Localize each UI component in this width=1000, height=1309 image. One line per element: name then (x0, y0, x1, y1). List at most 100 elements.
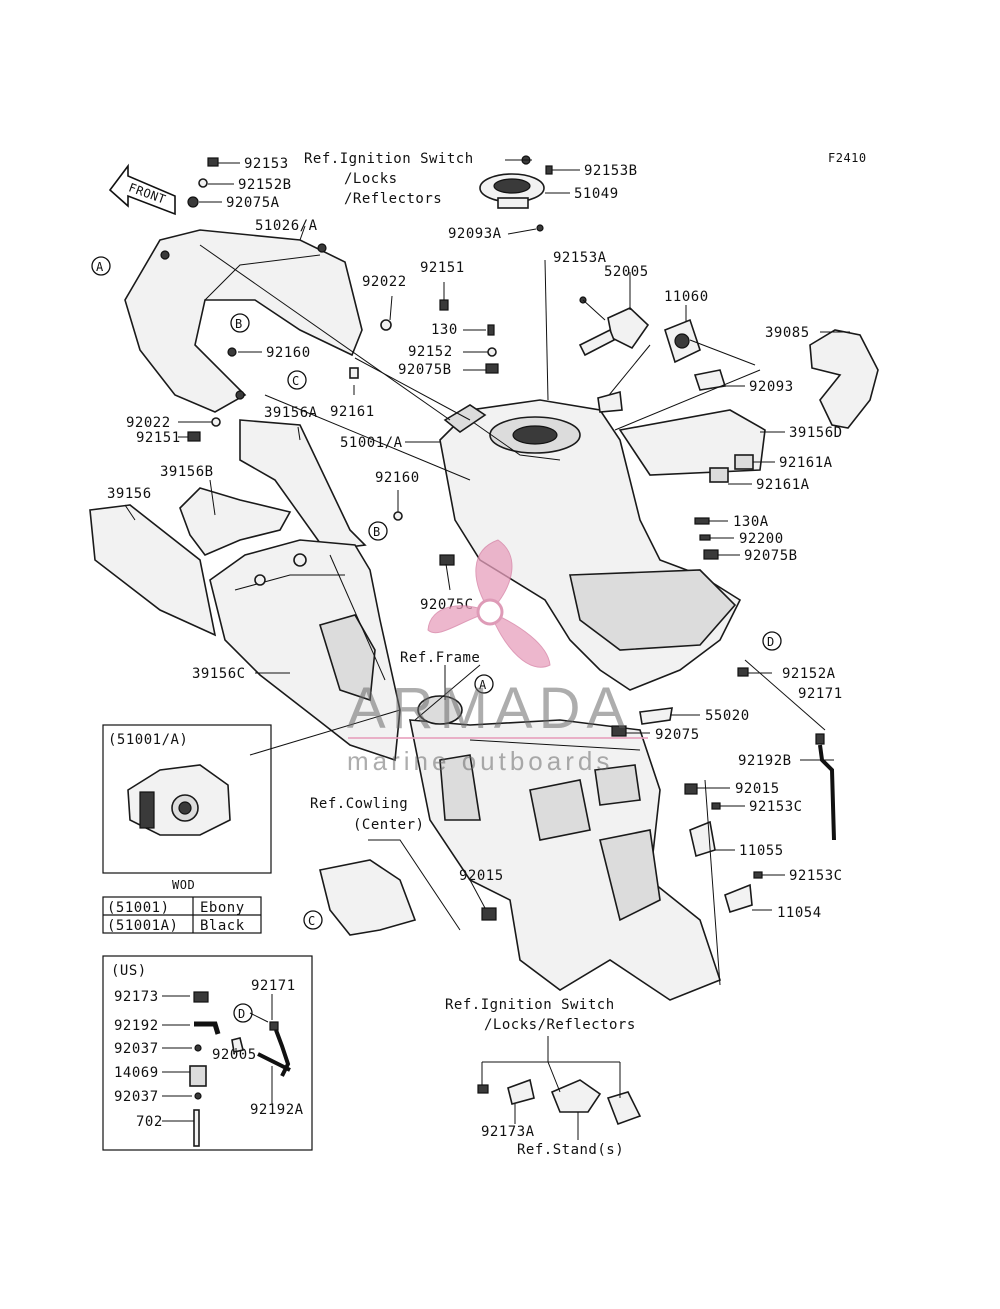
callout-C2: C (303, 910, 323, 930)
svg-text:C: C (308, 914, 316, 928)
watermark-tagline: marine outboards (347, 746, 613, 776)
label-92153A: 92153A (553, 250, 607, 266)
wod-row1-color: Ebony (200, 900, 245, 916)
label-92022b: 92022 (126, 415, 171, 431)
callout-B1: B (230, 313, 250, 333)
figure-code: F2410 (828, 151, 867, 165)
label-92153C-1: 92153C (749, 799, 803, 815)
damper-92161-icon (349, 367, 359, 379)
inset-wod: (51001/A) WOD (51001) Ebony (51001A) Bla… (102, 724, 272, 934)
label-39156A: 39156A (264, 405, 318, 421)
label-92153: 92153 (244, 156, 289, 172)
label-92200: 92200 (739, 531, 784, 547)
washer-92152B-icon (198, 178, 208, 188)
us-label-702: 702 (136, 1114, 163, 1130)
svg-text:B: B (373, 525, 381, 539)
label-51026A: 51026/A (255, 218, 318, 234)
nut-92075A-icon (187, 196, 199, 208)
label-52005: 52005 (604, 264, 649, 280)
watermark-propeller-icon (427, 539, 551, 668)
label-92173A: 92173A (481, 1124, 535, 1140)
washer-92022b-icon (211, 417, 221, 427)
label-92152A: 92152A (782, 666, 836, 682)
cowling-center (319, 859, 417, 936)
us-label-92005: 92005 (212, 1047, 257, 1063)
ref-stand: Ref.Stand(s) (517, 1142, 624, 1158)
pad-39156D (618, 409, 766, 476)
label-92093: 92093 (749, 379, 794, 395)
clip-92171-icon (815, 733, 825, 745)
fuel-pump-52005 (578, 296, 650, 357)
label-39085: 39085 (765, 325, 810, 341)
label-92075B: 92075B (398, 362, 452, 378)
callout-B2: B (368, 521, 388, 541)
washer-92152-icon (487, 347, 497, 357)
washer-92022-icon (380, 319, 392, 331)
label-39156B: 39156B (160, 464, 214, 480)
wod-row2-color: Black (200, 918, 245, 934)
damper-92015b-icon (481, 907, 497, 921)
svg-text:A: A (479, 678, 487, 692)
label-92152B: 92152B (238, 177, 292, 193)
label-39156C: 39156C (192, 666, 246, 682)
fuel-cap-51049 (479, 155, 553, 232)
label-39156: 39156 (107, 486, 152, 502)
callout-A1: A (91, 256, 111, 276)
bolt-130A-icon (694, 517, 710, 525)
label-11054: 11054 (777, 905, 822, 921)
inset-us-title: (US) (111, 963, 147, 979)
bolt-92151-icon (439, 299, 449, 311)
label-11055: 11055 (739, 843, 784, 859)
damper-92075-icon (611, 725, 627, 737)
label-11060: 11060 (664, 289, 709, 305)
seal-55020 (639, 707, 673, 725)
bracket-11054 (724, 883, 753, 914)
label-92151b: 92151 (136, 430, 181, 446)
callout-A2: A (474, 674, 494, 694)
damper-92015-icon (684, 783, 698, 795)
label-92160b: 92160 (375, 470, 420, 486)
svg-text:D: D (767, 635, 775, 649)
leader-lines (124, 159, 850, 1140)
label-92171: 92171 (798, 686, 843, 702)
damper-92075B-top-icon (485, 363, 499, 374)
panel-39156B (179, 487, 292, 556)
label-55020: 55020 (705, 708, 750, 724)
inset-wod-caption: WOD (172, 878, 195, 892)
us-label-14069: 14069 (114, 1065, 159, 1081)
bolt-92151b-icon (187, 431, 201, 442)
damper-92161A-2 (709, 467, 729, 483)
frame-assembly (409, 695, 721, 1001)
watermark: ARMADA marine outboards (347, 539, 648, 776)
us-label-92192: 92192 (114, 1018, 159, 1034)
label-92015b: 92015 (459, 868, 504, 884)
us-label-92171: 92171 (251, 978, 296, 994)
ref-ignition-1c: /Reflectors (344, 191, 442, 207)
svg-text:C: C (292, 374, 300, 388)
grommet-92160-icon (227, 347, 237, 357)
grommet-92160b-icon (393, 511, 403, 521)
us-label-92173: 92173 (114, 989, 159, 1005)
bolt-130-icon (487, 324, 495, 336)
panel-39156 (89, 504, 217, 637)
label-92075A: 92075A (226, 195, 280, 211)
damper-92161A-1 (734, 454, 754, 470)
label-51049: 51049 (574, 186, 619, 202)
label-51001A: 51001/A (340, 435, 403, 451)
bolt-92153-icon (207, 157, 219, 167)
label-92015: 92015 (735, 781, 780, 797)
damper-92075C-icon (439, 554, 455, 566)
bracket-11055 (689, 820, 716, 858)
svg-text:D: D (238, 1007, 246, 1021)
front-arrow-icon: FRONT (108, 163, 176, 216)
label-92022: 92022 (362, 274, 407, 290)
label-92192B: 92192B (738, 753, 792, 769)
label-92152: 92152 (408, 344, 453, 360)
damper-92075B-icon (703, 549, 719, 560)
label-92075: 92075 (655, 727, 700, 743)
ref-ignition-1a: Ref.Ignition Switch (304, 151, 474, 167)
watermark-brand: ARMADA (347, 676, 631, 741)
label-92151: 92151 (420, 260, 465, 276)
cover-39085 (809, 329, 879, 429)
